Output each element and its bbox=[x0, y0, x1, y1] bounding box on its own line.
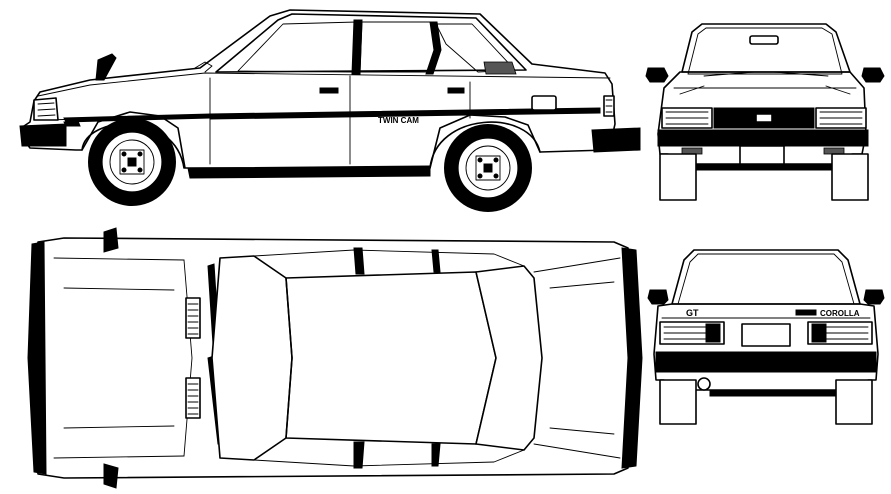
side-stripe-main bbox=[209, 107, 601, 120]
hood-vent-upper bbox=[185, 297, 201, 339]
side-windows-frame bbox=[215, 13, 527, 73]
top-mirror-lower bbox=[103, 463, 119, 489]
side-model-badge: TWIN CAM bbox=[378, 116, 419, 125]
front-plate bbox=[739, 145, 785, 165]
front-wheel bbox=[88, 118, 176, 206]
rear-view-mirror bbox=[749, 35, 779, 45]
side-view: TWIN CAM bbox=[0, 0, 645, 215]
front-left-mirror bbox=[645, 67, 669, 83]
rear-wheel bbox=[444, 124, 532, 212]
front-door-handle bbox=[319, 87, 339, 94]
front-side-window bbox=[237, 21, 358, 73]
rear-model-badge: COROLLA bbox=[820, 309, 860, 318]
c-pillar-vent bbox=[483, 61, 517, 75]
top-view bbox=[24, 227, 646, 490]
side-rear-bumper bbox=[591, 127, 641, 153]
rear-right-tail-lamp bbox=[807, 321, 873, 345]
side-mirror bbox=[95, 53, 117, 81]
rear-view: GT COROLLA bbox=[646, 242, 886, 432]
hood-vent-lower bbox=[185, 377, 201, 419]
top-rear-window bbox=[475, 265, 543, 451]
front-greenhouse bbox=[681, 23, 851, 73]
top-rear-bumper bbox=[621, 247, 643, 469]
rear-left-mirror bbox=[647, 289, 669, 305]
front-right-tire bbox=[831, 153, 869, 201]
rear-plate bbox=[741, 323, 791, 347]
rear-left-tire bbox=[659, 379, 697, 425]
side-body-outline bbox=[23, 9, 616, 169]
rear-door-handle bbox=[447, 87, 465, 94]
exhaust-pipe bbox=[697, 377, 711, 391]
rear-greenhouse bbox=[671, 249, 861, 305]
front-view bbox=[644, 14, 885, 204]
rocker-panel bbox=[187, 165, 431, 179]
b-pillar bbox=[351, 19, 363, 75]
rear-right-tire bbox=[835, 379, 873, 425]
rear-left-tail-lamp bbox=[659, 321, 725, 345]
rear-right-mirror bbox=[863, 289, 885, 305]
top-roof bbox=[285, 271, 497, 445]
front-bumper bbox=[657, 129, 869, 147]
front-right-mirror bbox=[861, 67, 885, 83]
side-front-bumper bbox=[19, 123, 67, 147]
rear-window bbox=[677, 253, 855, 305]
top-mirror-upper bbox=[103, 227, 119, 253]
rear-side-window bbox=[359, 21, 441, 73]
top-front-bumper bbox=[27, 241, 47, 475]
front-left-tire bbox=[659, 153, 697, 201]
top-body-outline bbox=[29, 237, 635, 479]
top-windshield bbox=[211, 255, 293, 461]
fuel-door bbox=[531, 95, 557, 111]
windshield bbox=[687, 27, 843, 75]
rear-grade-badge: GT bbox=[686, 308, 699, 318]
rear-bumper bbox=[655, 351, 877, 373]
